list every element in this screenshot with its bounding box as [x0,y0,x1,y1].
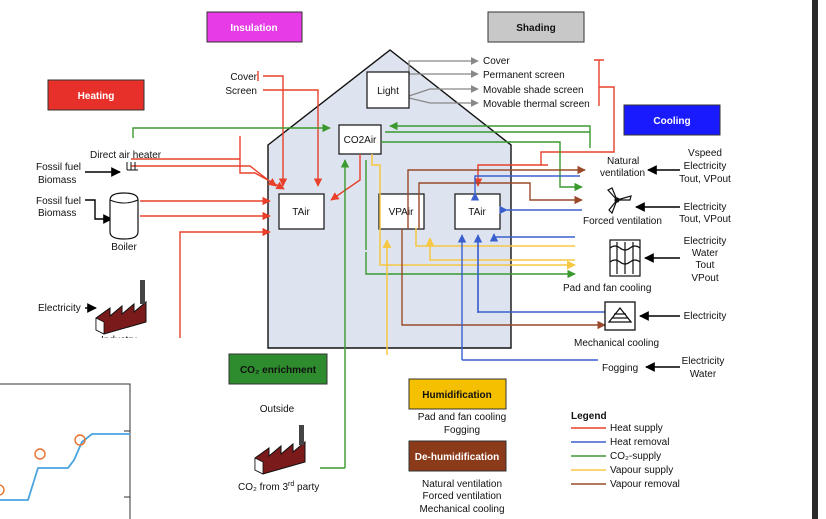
node-co2air: CO2Air [338,124,382,155]
biomass-1-label: Biomass [38,175,76,186]
industry-factory-icon [95,280,147,335]
pf-input-tout: Tout [696,260,715,271]
vapour-supply-lines [371,154,576,355]
plot-marker [0,484,5,496]
shading-arrows [408,57,479,107]
mechanical-cooling-icon [604,301,636,331]
heat-supply-lines [131,71,541,338]
mechanical-cooling-label: Mechanical cooling [574,338,659,349]
plot-marker [74,434,86,446]
co2-factory-icon [254,425,306,475]
pf-input-water: Water [692,248,719,259]
node-light: Light [366,71,410,109]
nv-input-vspeed: Vspeed [688,148,722,159]
insulation-screen-label: Screen [225,86,257,97]
svg-text:CO2Air: CO2Air [344,135,377,146]
legend-label: Heat removal [610,437,669,448]
svg-text:VPAir: VPAir [389,207,414,218]
co2-enrichment-header: CO₂ enrichment [228,353,328,385]
electricity-label: Electricity [38,303,81,314]
natural-ventilation-label-1: Natural [607,156,639,167]
direct-air-heater-label: Direct air heater [90,150,162,161]
svg-text:De-humidification: De-humidification [415,452,499,463]
fv-input-electricity: Electricity [684,202,727,213]
svg-text:Cooling: Cooling [653,116,690,127]
legend-item: Heat removal [571,437,669,448]
shading-item-movable-thermal: Movable thermal screen [483,99,590,110]
shading-red-bracket [540,59,615,166]
forced-ventilation-fan-icon [607,187,632,215]
dehumidification-header: De-humidification [408,440,507,472]
co2-supply-lines [132,121,591,468]
legend-item: Vapour supply [571,465,673,476]
node-vpair: VPAir [378,193,425,230]
fog-input-electricity: Electricity [682,356,725,367]
direct-air-heater-icon [126,162,138,171]
svg-text:Shading: Shading [516,23,555,34]
dehumidification-item-2: Forced ventilation [423,491,502,502]
right-border [812,0,818,519]
cooling-header: Cooling [623,104,721,136]
humidification-header: Humidification [408,378,507,410]
legend-label: Heat supply [610,423,663,434]
insulation-cover-label: Cover [230,72,257,83]
legend-title: Legend [571,411,607,422]
insulation-header: Insulation [206,11,303,43]
pf-input-vpout: VPout [691,273,718,284]
legend-item: Heat supply [571,423,663,434]
legend-item: CO₂-supply [571,451,661,462]
pad-and-fan-icon [609,239,641,277]
fog-input-water: Water [690,369,717,380]
shading-item-permanent-screen: Permanent screen [483,70,565,81]
forced-ventilation-label: Forced ventilation [583,216,662,227]
humidification-item-2: Fogging [444,425,480,436]
co2-outside-label: Outside [260,404,295,415]
natural-ventilation-label-2: ventilation [600,168,645,179]
co2-third-party-label: CO₂ from 3rd party [238,481,319,493]
svg-text:Heating: Heating [78,91,115,102]
svg-text:CO₂ enrichment: CO₂ enrichment [240,365,317,376]
fogging-label: Fogging [602,363,638,374]
fossil-fuel-2-label: Fossil fuel [36,196,81,207]
boiler-icon [109,192,139,240]
node-tair-right: TAir [454,193,501,230]
fossil-fuel-1-label: Fossil fuel [36,162,81,173]
nv-input-tout: Tout, VPout [679,174,731,185]
dehumidification-item-1: Natural ventilation [422,479,502,490]
node-tair-left: TAir [278,193,325,230]
heat-removal-lines [457,175,605,361]
partial-plot [0,383,131,519]
legend-item: Vapour removal [571,479,680,490]
shading-header: Shading [487,11,585,43]
svg-text:Humidification: Humidification [422,390,491,401]
legend-label: Vapour removal [610,479,680,490]
fossil-arrow-2 [85,199,113,224]
plot-marker [34,448,46,460]
heating-header: Heating [47,79,145,111]
pad-and-fan-label: Pad and fan cooling [563,283,651,294]
shading-item-cover: Cover [483,56,510,67]
boiler-label: Boiler [111,242,137,253]
shading-item-movable-shade: Movable shade screen [483,85,584,96]
svg-text:Light: Light [377,86,399,97]
pf-input-electricity: Electricity [684,236,727,247]
biomass-2-label: Biomass [38,208,76,219]
nv-input-electricity: Electricity [684,161,727,172]
legend-label: CO₂-supply [610,451,661,462]
svg-text:TAir: TAir [468,207,486,218]
humidification-item-1: Pad and fan cooling [418,412,506,423]
svg-text:Insulation: Insulation [230,23,277,34]
dehumidification-item-3: Mechanical cooling [419,504,504,515]
fv-input-tout: Tout, VPout [679,214,731,225]
industry-label-clip [95,338,155,348]
mc-input-electricity: Electricity [684,311,727,322]
vapour-removal-lines [401,165,606,330]
svg-text:TAir: TAir [292,207,310,218]
legend-label: Vapour supply [610,465,673,476]
